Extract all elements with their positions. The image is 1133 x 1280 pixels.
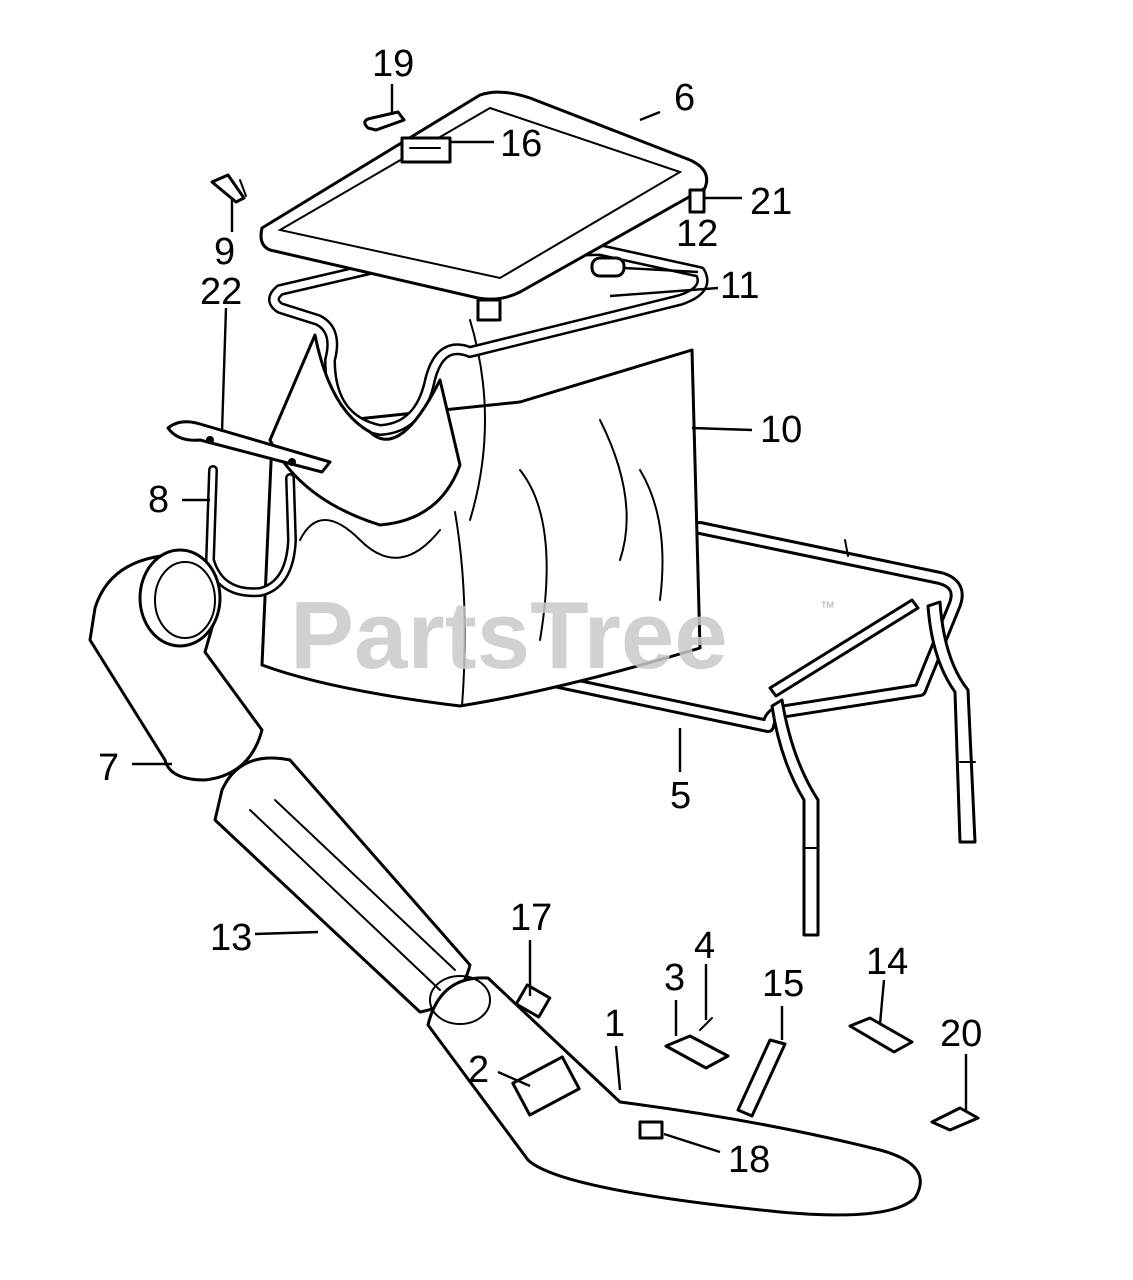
part-22-bracket bbox=[166, 420, 332, 474]
callout-5: 5 bbox=[670, 775, 691, 817]
watermark: PartsTree bbox=[290, 582, 728, 689]
callout-9: 9 bbox=[214, 231, 235, 273]
part-13-tube bbox=[213, 756, 472, 1014]
callout-21: 21 bbox=[750, 181, 792, 223]
part-4-screw bbox=[699, 1017, 713, 1031]
part-19-pin bbox=[363, 110, 406, 132]
part-6-lid bbox=[259, 90, 709, 322]
callout-20: 20 bbox=[940, 1013, 982, 1055]
part-3-plate bbox=[664, 1034, 730, 1070]
part-14-bracket bbox=[848, 1016, 914, 1054]
callout-2: 2 bbox=[468, 1049, 489, 1091]
part-21-latch bbox=[688, 188, 706, 214]
part-16-decal bbox=[400, 136, 452, 164]
callout-16: 16 bbox=[500, 123, 542, 165]
part-1-chute bbox=[426, 975, 922, 1217]
callout-22: 22 bbox=[200, 271, 242, 313]
part-7-elbow bbox=[88, 548, 264, 782]
callout-11: 11 bbox=[720, 265, 759, 307]
callout-19: 19 bbox=[372, 43, 414, 85]
callout-4: 4 bbox=[694, 925, 715, 967]
part-12-bushing bbox=[590, 256, 626, 278]
callout-10: 10 bbox=[760, 409, 802, 451]
part-5-frame bbox=[533, 521, 977, 937]
part-9-clip bbox=[210, 173, 247, 204]
callout-14: 14 bbox=[866, 941, 908, 983]
callout-18: 18 bbox=[728, 1139, 770, 1181]
part-11-frame bbox=[268, 244, 709, 527]
callout-7: 7 bbox=[98, 747, 119, 789]
callout-15: 15 bbox=[762, 963, 804, 1005]
callout-12: 12 bbox=[676, 213, 718, 255]
part-15-strap bbox=[736, 1038, 787, 1118]
watermark-trademark: ™ bbox=[820, 599, 835, 616]
callout-3: 3 bbox=[664, 957, 685, 999]
callout-17: 17 bbox=[510, 897, 552, 939]
callout-8: 8 bbox=[148, 479, 169, 521]
part-20-clip bbox=[930, 1106, 980, 1132]
callout-1: 1 bbox=[604, 1003, 625, 1045]
callout-6: 6 bbox=[674, 77, 695, 119]
callout-13: 13 bbox=[210, 917, 252, 959]
leader-lines bbox=[132, 84, 968, 1154]
